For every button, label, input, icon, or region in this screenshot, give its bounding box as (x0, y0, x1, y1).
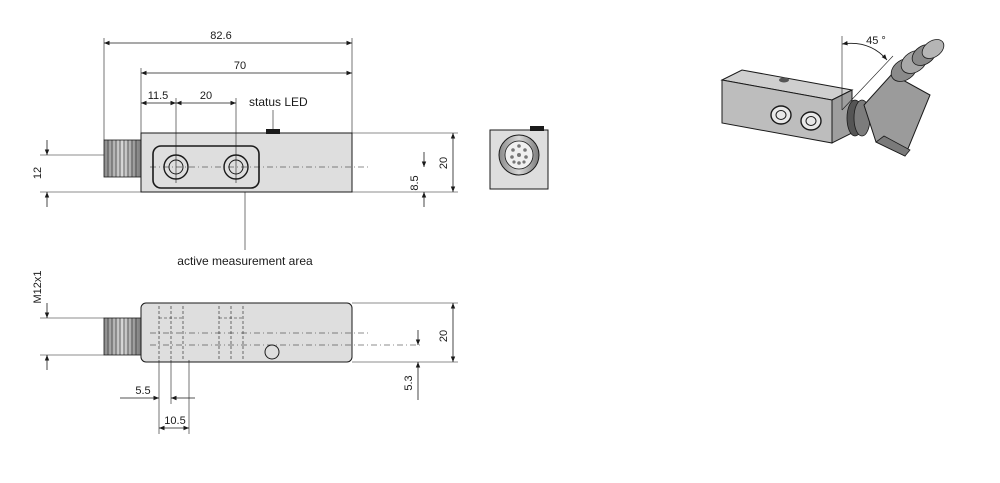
side-view: M12x1 20 5.3 5.5 10.5 (32, 270, 458, 434)
dim-hole-spacing: 20 (200, 90, 212, 102)
dim-thread: M12x1 (32, 270, 44, 303)
top-connector (103, 139, 142, 178)
status-led-label: status LED (249, 95, 308, 109)
end-view (489, 126, 549, 190)
dim-bottom-offset: 5.3 (403, 375, 415, 390)
dim-center-height: 8.5 (409, 175, 421, 190)
iso-angled-connector (863, 73, 931, 157)
iso-hole-right (800, 111, 822, 131)
dim-hole-offset: 11.5 (148, 90, 169, 102)
side-connector (103, 317, 142, 356)
dim-slot-width-small: 5.5 (135, 385, 150, 397)
top-view: 82.6 70 11.5 20 status LED 12 20 8.5 act… (32, 30, 458, 268)
dim-overall-length: 82.6 (210, 30, 231, 42)
status-led-bump (266, 129, 280, 134)
dim-height-side-view: 20 (438, 330, 450, 342)
dim-height-top-view: 20 (438, 157, 450, 169)
dim-slot-width-large: 10.5 (164, 415, 185, 427)
isometric-view: 45 ° (720, 35, 945, 157)
dim-angle: 45 ° (866, 35, 886, 47)
dim-connector-height: 12 (32, 167, 44, 179)
dim-body-length: 70 (234, 60, 246, 72)
active-area-label: active measurement area (177, 254, 313, 268)
iso-hole-left (770, 105, 792, 125)
side-sensor-body (140, 302, 353, 363)
